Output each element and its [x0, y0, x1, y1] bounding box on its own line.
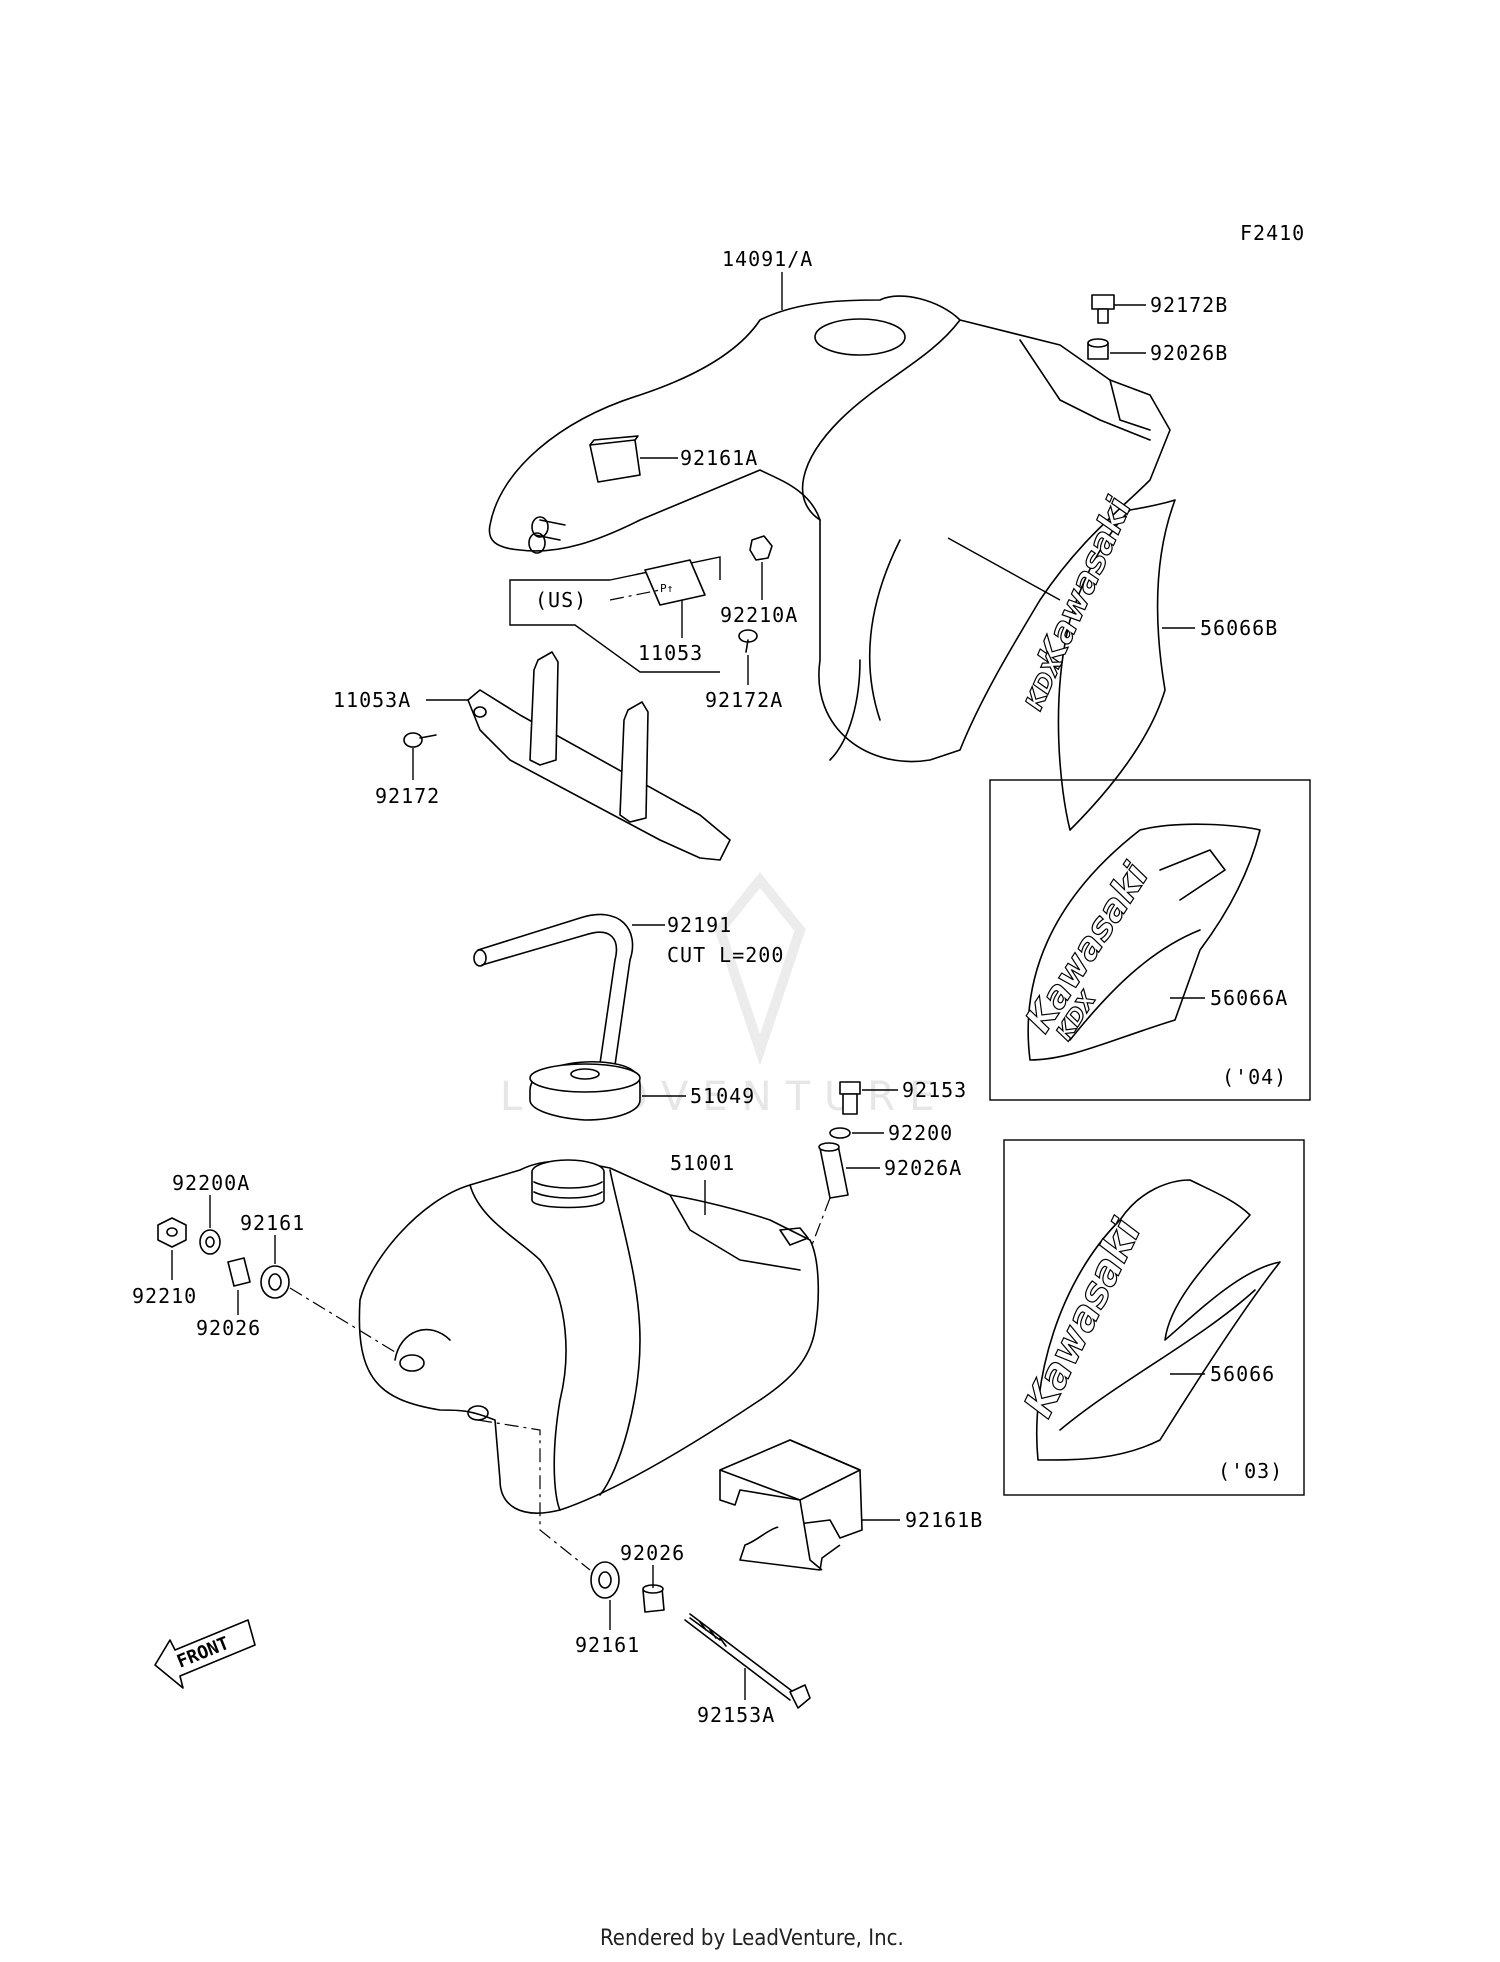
callout-56066a: 56066A — [1210, 986, 1288, 1010]
collar-92026 — [227, 1257, 251, 1287]
grommet-92161-lower — [590, 1561, 620, 1599]
washer-92200 — [829, 1127, 851, 1139]
callout-92172: 92172 — [375, 784, 440, 808]
callout-92172a: 92172A — [705, 688, 783, 712]
callout-92026a: 92026A — [884, 1156, 962, 1180]
collar-92026a — [818, 1142, 849, 1199]
pad-92161b — [719, 1439, 863, 1571]
fuel-tank-51001 — [358, 1159, 820, 1514]
washer-92200a — [199, 1229, 221, 1255]
us-bracket-group: (US) P↑ — [509, 556, 721, 673]
callout-year-03: ('03) — [1218, 1459, 1283, 1483]
callout-51049: 51049 — [690, 1084, 755, 1108]
shroud-14091 — [488, 295, 1171, 763]
callout-92026: 92026 — [196, 1316, 261, 1340]
pad-92161a — [589, 435, 641, 483]
collar-92026-lower — [642, 1584, 665, 1613]
callout-56066b: 56066B — [1200, 616, 1278, 640]
cap-51049 — [529, 1060, 641, 1121]
callout-92210: 92210 — [132, 1284, 197, 1308]
callout-11053: 11053 — [638, 641, 703, 665]
bracket-11053a — [467, 651, 731, 861]
callout-92210a: 92210A — [720, 603, 798, 627]
callout-92191: 92191 — [667, 913, 732, 937]
callout-92026b: 92026B — [1150, 341, 1228, 365]
callout-92161-lower: 92161 — [575, 1633, 640, 1657]
decal-56066a-box: Kawasaki KDX ('04) — [989, 779, 1311, 1101]
screw-92172a — [738, 629, 758, 653]
callout-51001: 51001 — [670, 1151, 735, 1175]
callout-92200: 92200 — [888, 1121, 953, 1145]
decal-56066-box: Kawasaki ('03) — [1003, 1139, 1305, 1496]
screw-92172 — [403, 732, 437, 748]
svg-text:P↑: P↑ — [660, 582, 673, 595]
callout-cut-length: CUT L=200 — [667, 943, 784, 967]
callout-92161: 92161 — [240, 1211, 305, 1235]
callout-92026-lower: 92026 — [620, 1541, 685, 1565]
callout-56066: 56066 — [1210, 1362, 1275, 1386]
grommet-92161 — [260, 1265, 290, 1299]
hose-92191 — [473, 913, 634, 1101]
callout-14091-a: 14091/A — [722, 247, 813, 271]
callout-92153a: 92153A — [697, 1703, 775, 1727]
callout-year-04: ('04) — [1222, 1065, 1287, 1089]
nut-92210a — [749, 535, 773, 561]
callout-92153: 92153 — [902, 1078, 967, 1102]
footer-credit: Rendered by LeadVenture, Inc. — [600, 1926, 904, 1951]
callout-92161b: 92161B — [905, 1508, 983, 1532]
callout-us: (US) — [535, 588, 587, 612]
callout-92172b: 92172B — [1150, 293, 1228, 317]
bolt-92172b — [1091, 294, 1115, 324]
collar-92026b — [1087, 338, 1109, 360]
callout-92161a: 92161A — [680, 446, 758, 470]
callout-92200a: 92200A — [172, 1171, 250, 1195]
front-arrow: FRONT — [154, 1619, 256, 1689]
nut-92210 — [157, 1217, 187, 1248]
bolt-92153 — [839, 1081, 861, 1115]
figure-code: F2410 — [1240, 221, 1305, 245]
bolt-92153a — [684, 1613, 811, 1709]
callout-11053a: 11053A — [333, 688, 411, 712]
